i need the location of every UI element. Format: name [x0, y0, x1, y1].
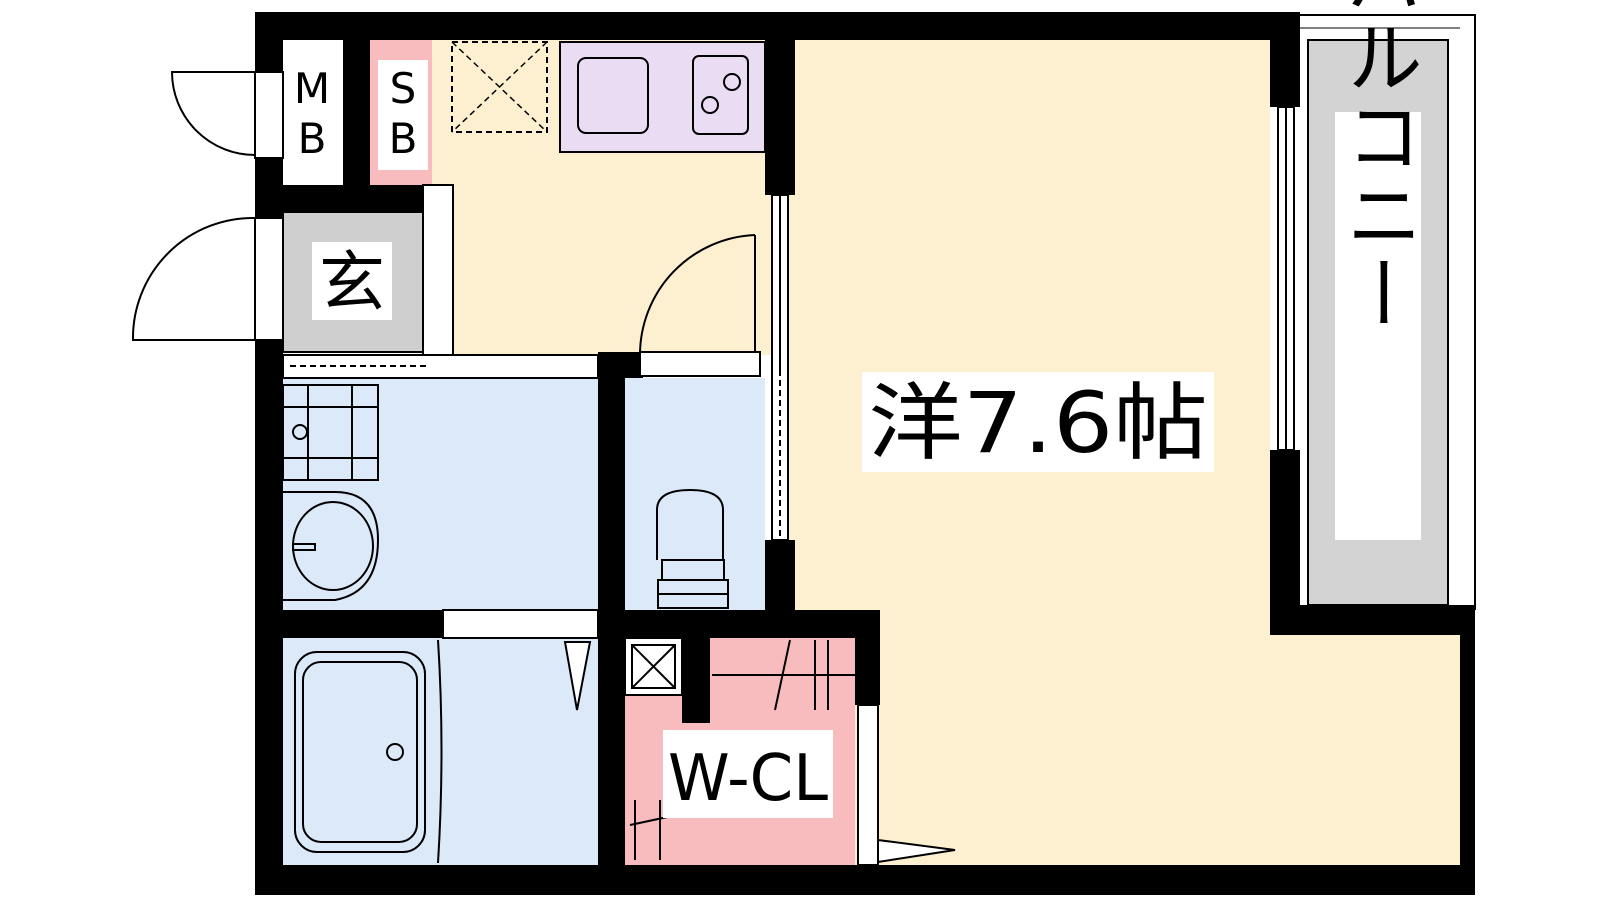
main-room-label: 洋7.6帖 [868, 374, 1208, 472]
balcony-window [1277, 106, 1295, 451]
washing-machine-pan [282, 384, 379, 481]
washer-space [451, 41, 548, 133]
sliding-door-room [771, 194, 789, 541]
western-room-lower-floor [855, 610, 1460, 865]
entrance-label: 玄 [319, 244, 385, 321]
stove [692, 55, 749, 135]
shower-fixture [563, 641, 592, 711]
meter-box-label-top: M [294, 64, 330, 113]
shoe-box-label-top: S [390, 64, 417, 113]
shoe-box-label-bottom: B [389, 114, 418, 163]
washroom-floor [283, 378, 598, 610]
toilet [656, 488, 729, 609]
balcony-label: バルコニー [1334, 0, 1423, 333]
kitchen-sink [577, 57, 649, 134]
bathtub [294, 639, 443, 864]
meter-box-door [170, 71, 284, 159]
entrance-label-bg [312, 242, 392, 320]
balcony-label-bg [1335, 112, 1421, 540]
walls [255, 12, 1475, 895]
toilet-room-floor [625, 378, 765, 610]
balcony-railing [1300, 14, 1476, 610]
meter-box-label-bottom: B [298, 114, 327, 163]
washbasin [283, 491, 380, 601]
pipe-shaft [624, 637, 683, 696]
meter-box-label-bg [285, 60, 340, 170]
main-room-label-bg [862, 372, 1214, 472]
closet-label-bg [663, 730, 833, 818]
toilet-door [638, 234, 761, 377]
closet-door [857, 704, 956, 866]
shoe-box-label-bg [378, 60, 428, 170]
bath-partition [442, 609, 599, 639]
closet-label: W-CL [668, 742, 828, 816]
entrance-door [131, 216, 284, 341]
kitchen-step [422, 184, 454, 356]
closet-wall-inner [682, 638, 710, 723]
